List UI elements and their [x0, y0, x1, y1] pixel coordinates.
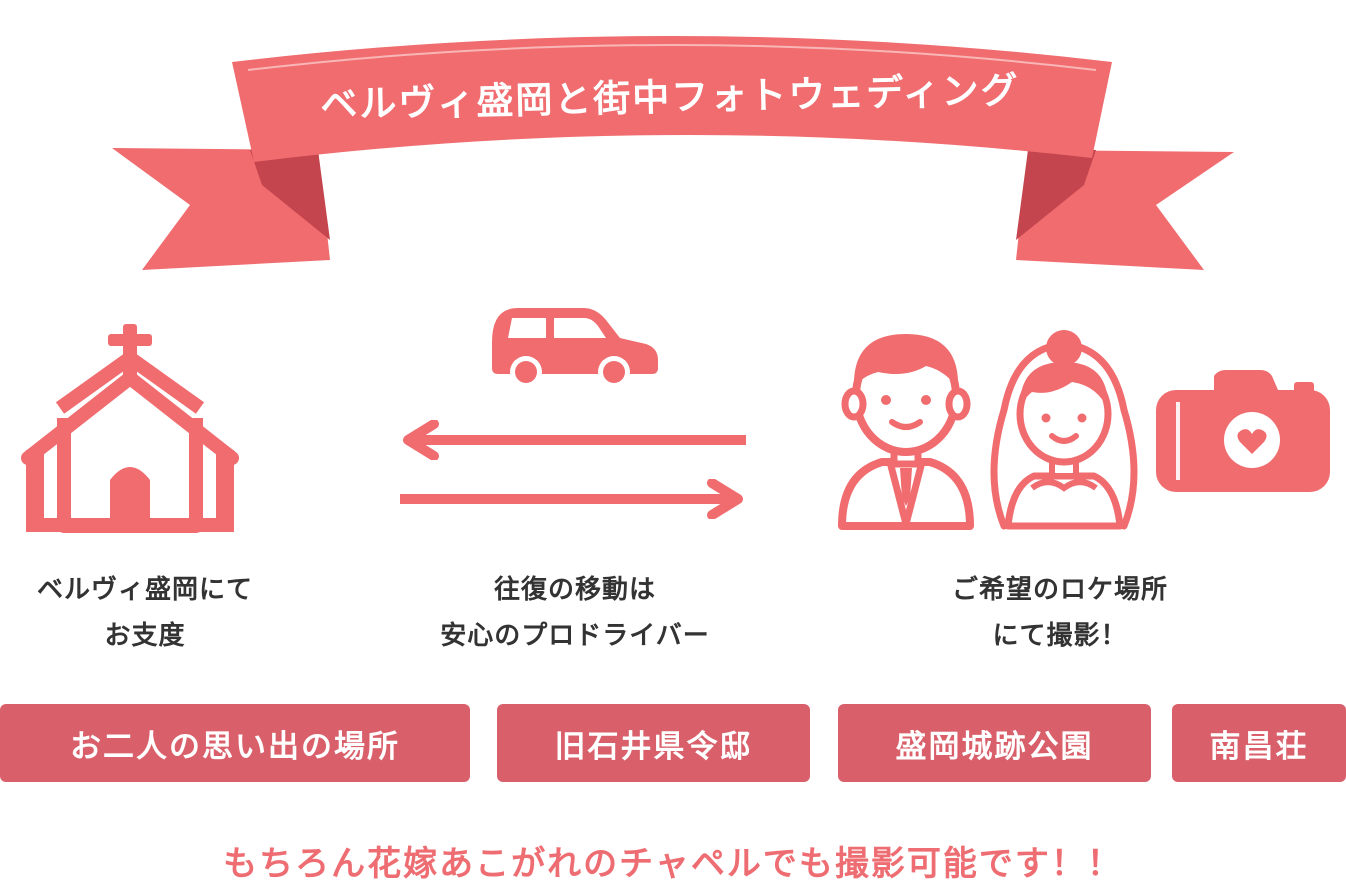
step-line: 往復の移動は	[493, 575, 656, 605]
camera-icon	[1156, 370, 1330, 492]
location-tag: 盛岡城跡公園	[838, 704, 1151, 782]
car-icon	[492, 308, 658, 388]
step-label-preparation: ベルヴィ盛岡にて お支度	[0, 567, 290, 659]
church-icon	[21, 324, 239, 533]
location-tag: 旧石井県令邸	[497, 704, 810, 782]
step-line: お支度	[104, 621, 186, 651]
ribbon-banner	[112, 36, 1234, 270]
step-line: にて撮影！	[992, 621, 1128, 651]
location-tag: お二人の思い出の場所	[0, 704, 470, 782]
step-line: 安心のプロドライバー	[440, 621, 710, 651]
step-line: ご希望のロケ場所	[951, 575, 1168, 605]
footer-note: もちろん花嫁あこがれのチャペルでも撮影可能です！！	[223, 844, 1123, 884]
step-line: ベルヴィ盛岡にて	[36, 575, 253, 605]
step-label-shooting: ご希望のロケ場所 にて撮影！	[900, 567, 1220, 659]
location-tag: 南昌荘	[1172, 704, 1346, 782]
arrow-left-icon	[403, 420, 746, 460]
step-label-transport: 往復の移動は 安心のプロドライバー	[400, 567, 750, 659]
arrow-right-icon	[400, 479, 743, 519]
bride-icon	[990, 330, 1138, 530]
groom-icon	[838, 334, 974, 530]
